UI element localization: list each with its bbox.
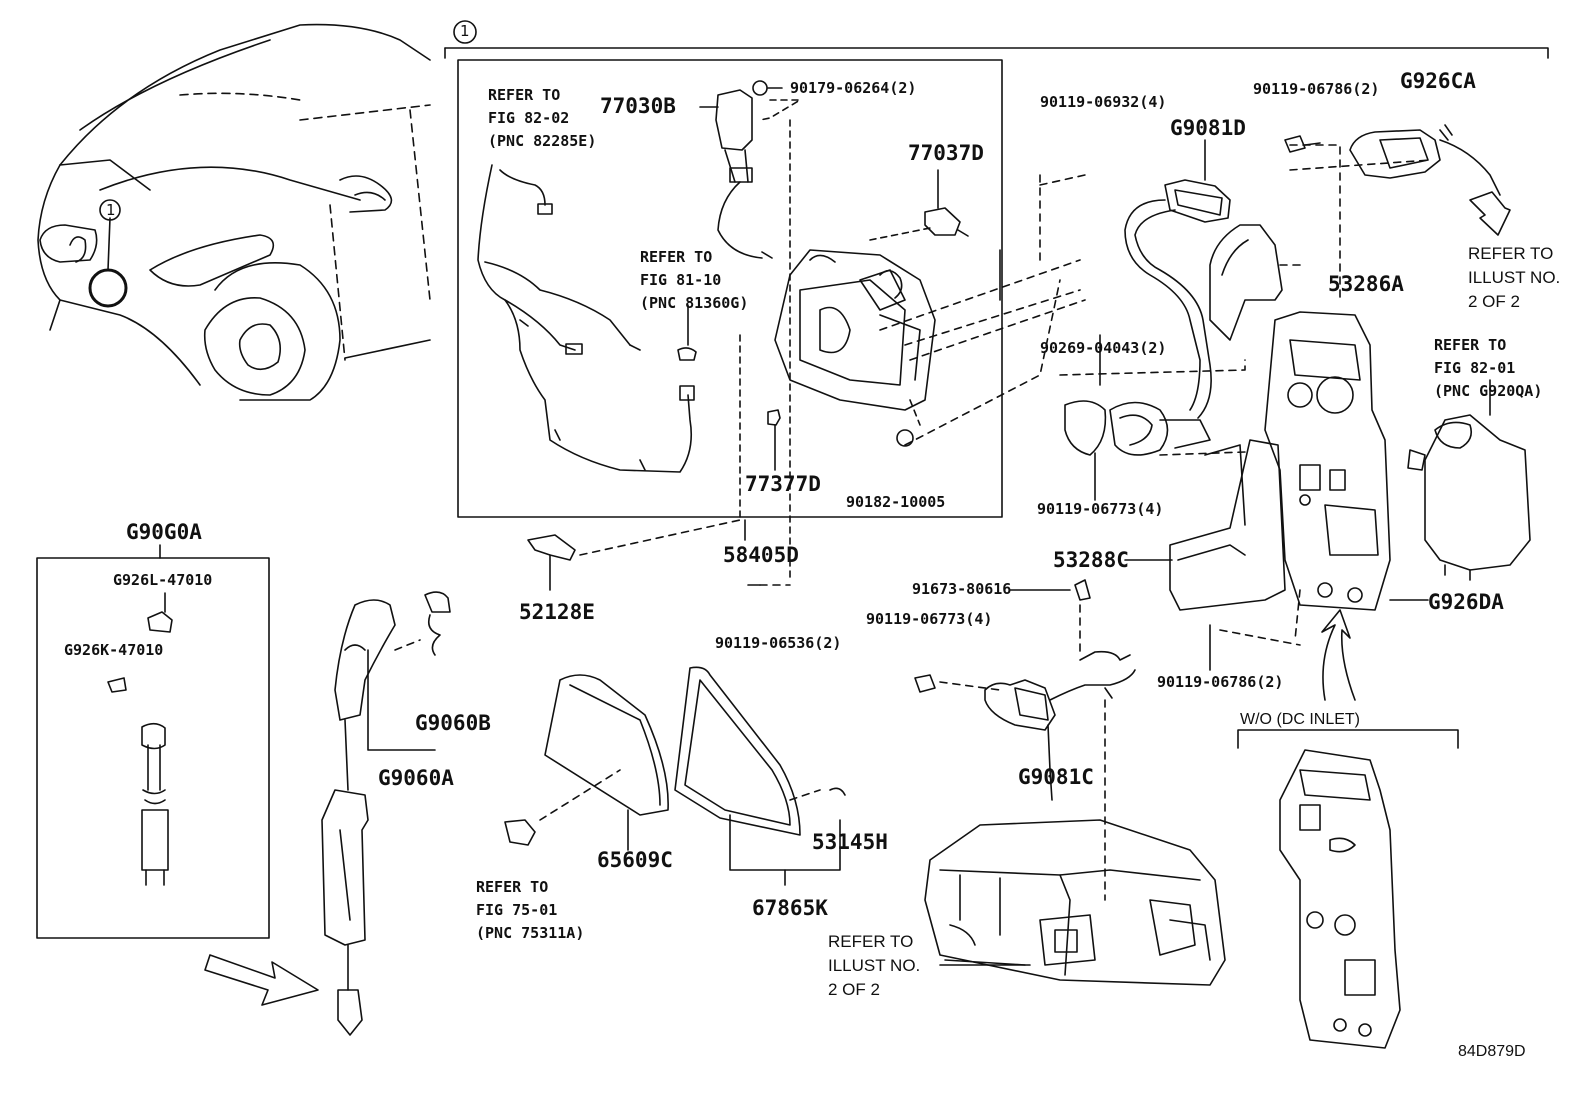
car-front-illustration (37, 23, 431, 401)
label-90269-04043: 90269-04043(2) (1040, 339, 1167, 357)
plug-G9081C (914, 579, 1136, 771)
charge-port-housing (774, 249, 936, 447)
label-G9060A: G9060A (378, 766, 454, 790)
clip-52128E (527, 534, 576, 561)
label-leaders (699, 106, 1429, 966)
reference-fig-75-01: REFER TO FIG 75-01 (PNC 75311A) (476, 878, 585, 942)
label-58405D: 58405D (723, 543, 799, 567)
panel-G926DA (1264, 311, 1391, 611)
label-G9081D: G9081D (1170, 116, 1246, 140)
charge-cable-G9060A (321, 591, 451, 1036)
reference-fig-82-01: REFER TO FIG 82-01 (PNC G920QA) (1434, 336, 1543, 400)
charger-block (924, 819, 1226, 986)
label-90119-06786-top: 90119-06786(2) (1253, 80, 1380, 98)
panel-variant (1237, 729, 1459, 1049)
part-77037D (869, 169, 969, 241)
callout-marker-1: 1 (460, 22, 470, 40)
label-90119-06932: 90119-06932(4) (1040, 93, 1167, 111)
label-90179-06264: 90179-06264(2) (790, 79, 917, 97)
label-77377D: 77377D (745, 472, 821, 496)
reference-fig-82-02: REFER TO FIG 82-02 (PNC 82285E) (488, 86, 597, 150)
label-52128E: 52128E (519, 600, 595, 624)
reference-illust-bottom: REFER TO ILLUST NO. 2 OF 2 (828, 932, 921, 999)
shield-53288C (1169, 439, 1286, 611)
label-G9081C: G9081C (1018, 765, 1094, 789)
label-53286A: 53286A (1328, 272, 1404, 296)
label-77030B: 77030B (600, 94, 676, 118)
label-53288C: 53288C (1053, 548, 1129, 572)
unit-G920QA (1407, 379, 1531, 581)
reference-fig-81-10: REFER TO FIG 81-10 (PNC 81360G) (640, 248, 749, 312)
label-G9060B: G9060B (415, 711, 491, 735)
callout-marker-1-car: 1 (106, 201, 116, 219)
label-G926CA: G926CA (1400, 69, 1476, 93)
label-77037D: 77037D (908, 141, 984, 165)
arrow-left (204, 954, 319, 1006)
clip-81360G (677, 304, 697, 361)
diagram-code: 84D879D (1458, 1043, 1526, 1060)
sensor-77030B (715, 80, 801, 259)
label-G90G0A: G90G0A (126, 520, 202, 544)
wire-harness (477, 164, 695, 473)
variant-label: W/O (DC INLET) (1240, 711, 1360, 728)
label-90119-06536: 90119-06536(2) (715, 634, 842, 652)
seal-67865K (674, 666, 846, 886)
label-67865K: 67865K (752, 896, 828, 920)
box-G90G0A (36, 544, 270, 939)
assembly-bracket (444, 20, 1549, 518)
inlet-highlight-circle (88, 268, 128, 308)
label-G926K-47010: G926K-47010 (64, 641, 164, 659)
label-90119-06773-b: 90119-06773(4) (866, 610, 993, 628)
cover-53286A (1209, 224, 1283, 341)
label-G926L-47010: G926L-47010 (113, 571, 213, 589)
label-90119-06773-a: 90119-06773(4) (1037, 500, 1164, 518)
label-53145H: 53145H (812, 830, 888, 854)
bolt-77377D (739, 119, 791, 581)
label-G926DA: G926DA (1428, 590, 1504, 614)
arrow-variant (1321, 609, 1356, 701)
label-65609C: 65609C (597, 848, 673, 872)
dashed-leaders (394, 144, 1431, 901)
connector-G926CA (1284, 124, 1511, 236)
label-91673-80616: 91673-80616 (912, 580, 1012, 598)
reference-illust-top: REFER TO ILLUST NO. 2 OF 2 (1468, 244, 1561, 311)
label-90119-06786-bot: 90119-06786(2) (1157, 673, 1284, 691)
cable-G9081D (1064, 139, 1231, 456)
glass-65609C (504, 674, 669, 851)
label-90182-10005: 90182-10005 (846, 493, 946, 511)
